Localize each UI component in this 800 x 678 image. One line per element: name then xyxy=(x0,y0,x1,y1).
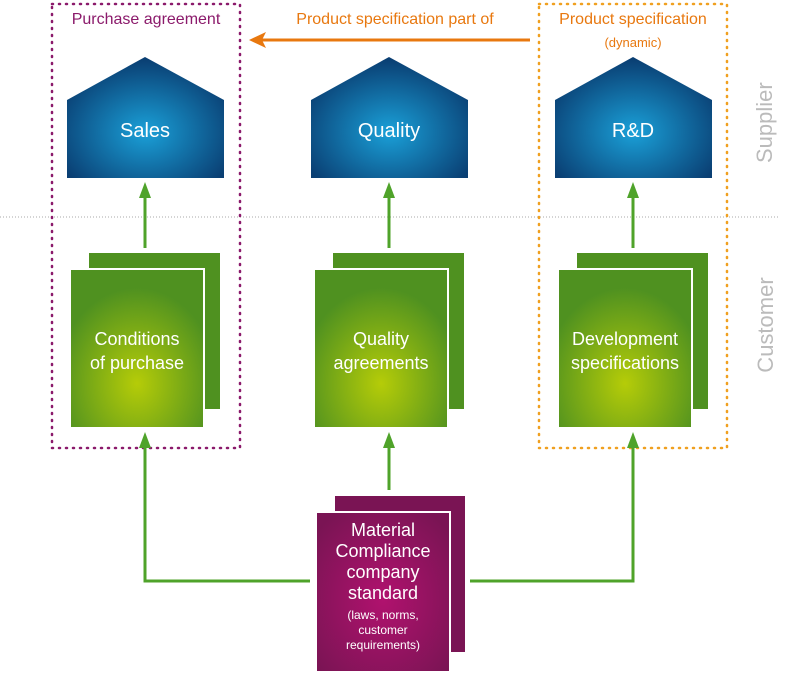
doc-stack-conditions xyxy=(69,253,220,429)
product-spec-sublabel: (dynamic) xyxy=(604,35,662,50)
dept-sales: Sales xyxy=(119,120,171,142)
doc-development-label: Development specifications xyxy=(570,329,680,373)
arrow-doc-to-house xyxy=(139,182,639,248)
product-spec-frame xyxy=(537,2,729,450)
house-rnd xyxy=(555,57,712,178)
doc-quality-label: Quality agreements xyxy=(333,329,429,373)
house-sales xyxy=(67,57,224,178)
arrow-standard-to-docs xyxy=(139,432,639,583)
doc-stack-quality xyxy=(313,253,464,429)
zone-supplier-label: Supplier xyxy=(752,82,777,163)
dept-quality: Quality xyxy=(357,120,421,142)
dept-rnd: R&D xyxy=(611,120,655,142)
standard-label: Material Compliance company standard (la… xyxy=(335,520,431,652)
standard-stack xyxy=(315,496,465,673)
purchase-agreement-label: Purchase agreement xyxy=(71,11,221,28)
doc-stack-development xyxy=(557,253,708,429)
zone-customer-label: Customer xyxy=(753,277,778,373)
product-spec-arrowhead xyxy=(249,32,266,48)
arrow-label: Product specification part of xyxy=(296,11,494,28)
product-spec-label: Product specification xyxy=(559,11,707,28)
house-quality xyxy=(311,57,468,178)
doc-conditions-label: Conditions of purchase xyxy=(89,329,185,373)
purchase-agreement-frame xyxy=(50,2,242,450)
